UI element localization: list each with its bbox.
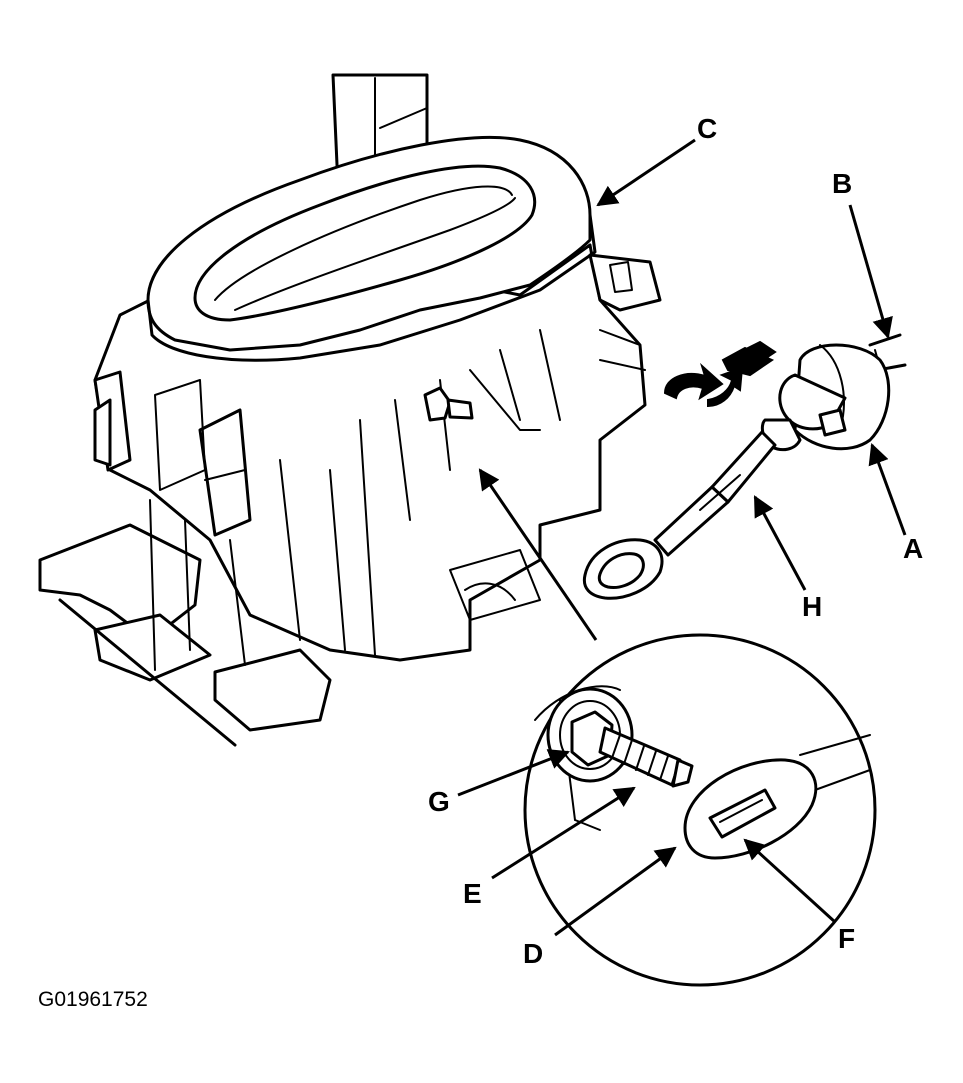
callout-label-c: C — [697, 113, 718, 144]
shift-cable-assembly — [582, 333, 907, 600]
callout-label-e: E — [463, 878, 482, 909]
figure-id: G01961752 — [38, 988, 148, 1011]
shifter-housing — [38, 135, 662, 747]
install-direction-arrows — [663, 340, 777, 408]
callout-leaders — [457, 138, 907, 937]
callout-label-b: B — [832, 168, 853, 199]
callout-label-g: G — [428, 786, 450, 817]
callout-label-h: H — [802, 591, 823, 622]
detail-magnifier — [523, 633, 877, 987]
callout-label-a: A — [903, 533, 924, 564]
callout-label-d: D — [523, 938, 544, 969]
callout-label-f: F — [838, 923, 856, 954]
